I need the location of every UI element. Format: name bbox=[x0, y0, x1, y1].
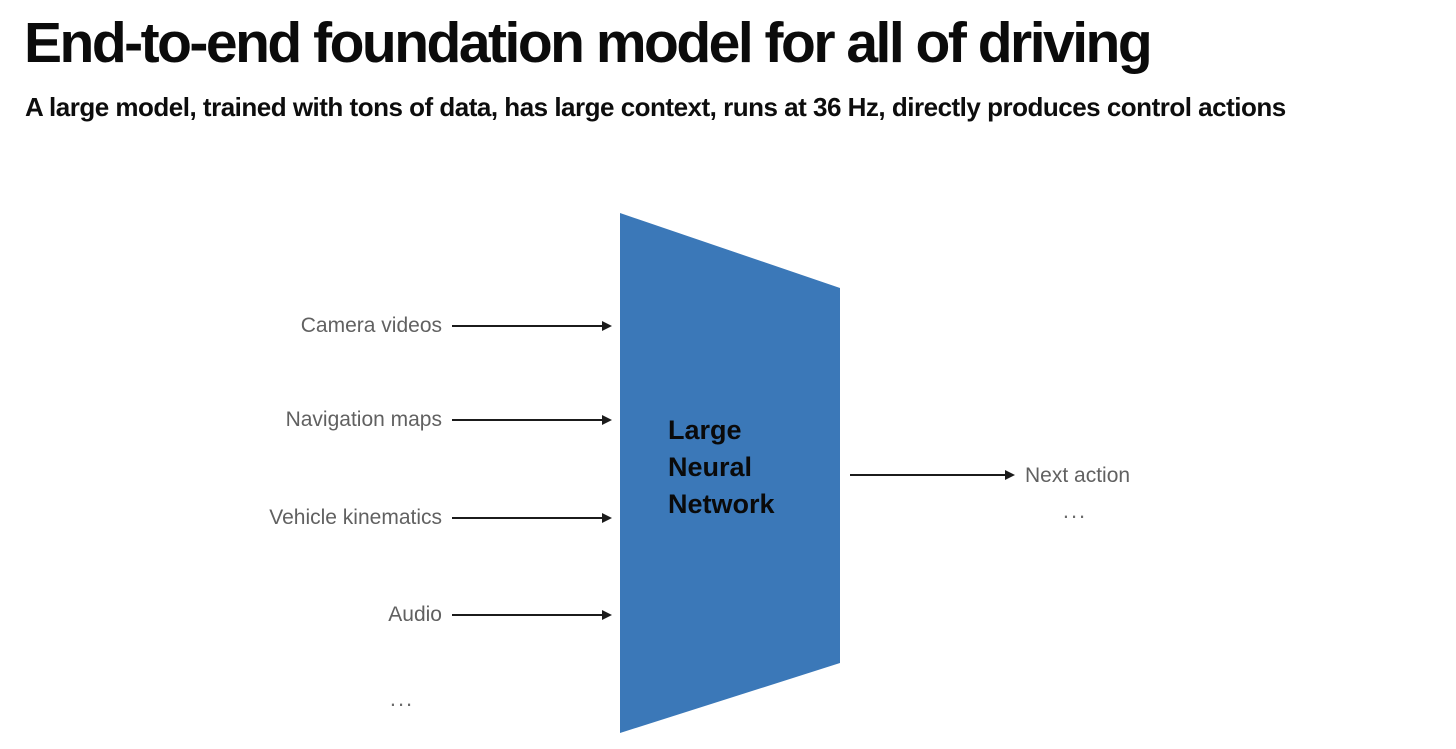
slide-subtitle: A large model, trained with tons of data… bbox=[25, 92, 1286, 122]
model-label: Large Neural Network bbox=[668, 415, 775, 519]
input-arrow-right-icon bbox=[452, 513, 612, 523]
input-label-navigation-maps: Navigation maps bbox=[285, 408, 442, 431]
input-label-vehicle-kinematics: Vehicle kinematics bbox=[269, 506, 442, 529]
inputs-ellipsis: ... bbox=[389, 686, 415, 711]
input-label-camera-videos: Camera videos bbox=[300, 314, 442, 337]
output-ellipsis: ... bbox=[1062, 498, 1088, 523]
input-arrow-right-icon bbox=[452, 610, 612, 620]
output-arrow-right-icon bbox=[850, 470, 1015, 480]
trapezoid-shape bbox=[620, 213, 840, 733]
output-label: Next action bbox=[1025, 464, 1131, 487]
input-arrow-right-icon bbox=[452, 415, 612, 425]
input-label-audio: Audio bbox=[388, 603, 442, 626]
input-arrow-right-icon bbox=[452, 321, 612, 331]
slide-title: End-to-end foundation model for all of d… bbox=[24, 11, 1153, 75]
